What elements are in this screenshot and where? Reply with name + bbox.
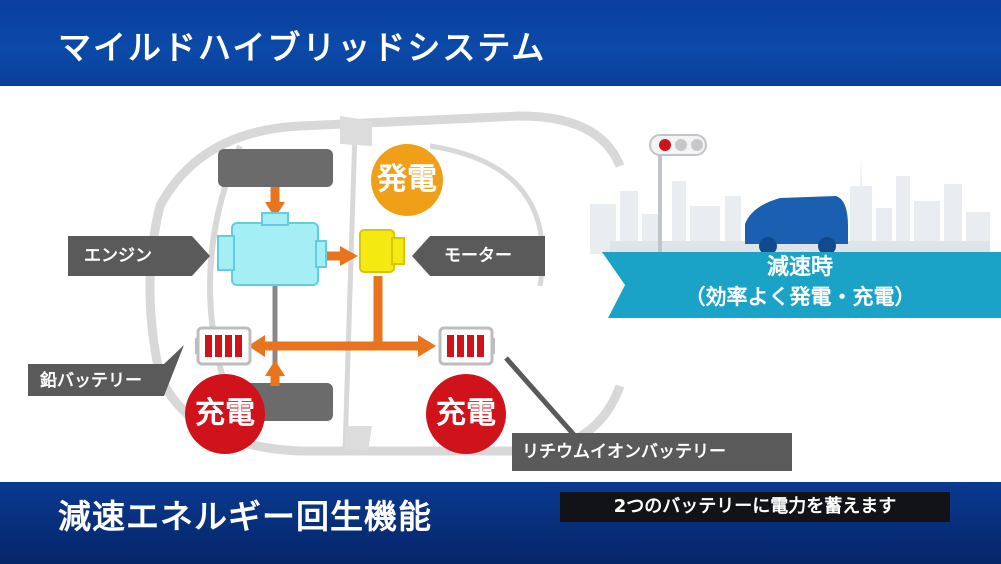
lithium-battery-icon xyxy=(438,326,495,366)
wheel-front xyxy=(218,149,333,187)
motor-label: モーター xyxy=(444,246,512,266)
mirror-top xyxy=(340,116,372,146)
scene-banner xyxy=(602,252,1001,318)
lithium-leader-line xyxy=(504,356,577,438)
motor-icon xyxy=(359,229,405,273)
footer-title: 減速エネルギー回生機能 xyxy=(58,497,432,536)
mirror-bottom xyxy=(345,426,372,451)
charge-text-left: 充電 xyxy=(195,396,255,431)
scene-title: 減速時 xyxy=(766,255,833,280)
generate-circle xyxy=(371,144,443,216)
traffic-light-icon xyxy=(649,134,707,254)
engine-icon xyxy=(217,212,327,286)
generate-text: 発電 xyxy=(377,162,437,197)
charge-text-right: 充電 xyxy=(436,396,496,431)
car-silhouette-icon xyxy=(745,196,848,255)
lead-battery-label: 鉛バッテリー xyxy=(40,371,142,391)
hybrid-system-diagram xyxy=(28,111,1001,471)
page-title: マイルドハイブリッドシステム xyxy=(58,28,547,67)
header-bar xyxy=(0,0,1001,86)
charge-circle-right xyxy=(426,374,506,454)
label-tags xyxy=(28,236,792,471)
engine-label: エンジン xyxy=(84,246,152,266)
energy-flow-arrows xyxy=(262,187,420,386)
road-surface xyxy=(610,241,990,255)
lead-battery-icon xyxy=(195,326,252,366)
lithium-battery-label: リチウムイオンバッテリー xyxy=(522,442,726,462)
arrow-heads xyxy=(248,202,436,376)
caption-box: 2つのバッテリーに電力を蓄えます xyxy=(560,492,950,522)
charge-circle-left xyxy=(185,374,265,454)
scene-subtitle: （効率よく発電・充電） xyxy=(684,285,916,309)
